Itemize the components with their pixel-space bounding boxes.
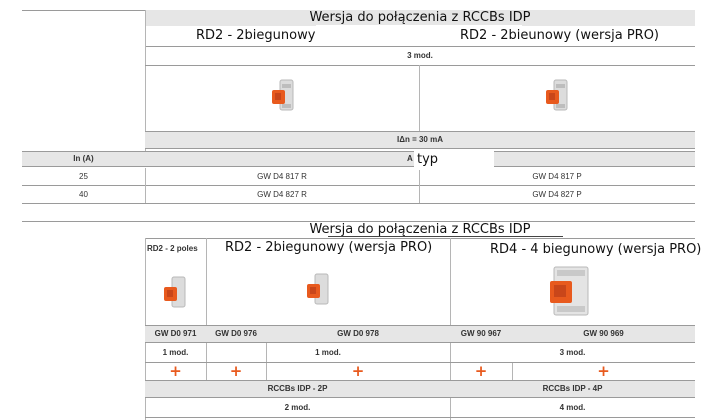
upper-modules: 3 mod. bbox=[407, 51, 433, 60]
lower-col-b-title: RD2 - 2biegunowy (wersja PRO) bbox=[225, 240, 433, 255]
lower-code-2: GW D0 976 bbox=[215, 329, 257, 338]
lower-code-1: GW D0 971 bbox=[154, 329, 197, 338]
lower-code-3: GW D0 978 bbox=[337, 329, 379, 338]
rcd-module-4pole-icon bbox=[548, 265, 590, 317]
lower-code-5: GW 90 969 bbox=[583, 329, 624, 338]
upper-type-letter: A bbox=[407, 154, 413, 163]
lower-col-a-title: RD2 - 2 poles bbox=[147, 244, 198, 253]
lower-mod-c: 3 mod. bbox=[559, 348, 586, 357]
rcd-module-2pole-pro-icon bbox=[303, 272, 333, 306]
plus-icon: + bbox=[597, 362, 610, 380]
lower-col-c-title: RD4 - 4 biegunowy (wersja PRO) bbox=[490, 242, 702, 257]
plus-icon: + bbox=[474, 362, 488, 380]
rcd-module-2pole-icon bbox=[268, 78, 298, 112]
upper-idn: IΔn = 30 mA bbox=[397, 135, 443, 144]
upper-row2-code1: GW D4 827 R bbox=[257, 190, 307, 199]
lower-rccb-4p: RCCBs IDP - 4P bbox=[542, 384, 603, 393]
plus-icon: + bbox=[351, 362, 365, 380]
upper-col1-title: RD2 - 2biegunowy bbox=[196, 28, 316, 43]
upper-col2-title: RD2 - 2bieunowy (wersja PRO) bbox=[460, 28, 659, 43]
upper-row1-code1: GW D4 817 R bbox=[257, 172, 307, 181]
lower-mod-2p: 2 mod. bbox=[284, 403, 311, 412]
plus-icon: + bbox=[169, 362, 182, 380]
lower-mod-4p: 4 mod. bbox=[559, 403, 586, 412]
upper-type-overlay: typ bbox=[417, 152, 439, 167]
upper-row1-code2: GW D4 817 P bbox=[532, 172, 582, 181]
lower-code-4: GW 90 967 bbox=[460, 329, 502, 338]
upper-row2-code2: GW D4 827 P bbox=[532, 190, 582, 199]
upper-in-header: In (A) bbox=[73, 154, 94, 163]
lower-mod-a: 1 mod. bbox=[162, 348, 189, 357]
rcd-module-2pole-icon bbox=[160, 275, 190, 309]
upper-row2-in: 40 bbox=[79, 190, 88, 199]
lower-rccb-2p: RCCBs IDP - 2P bbox=[267, 384, 328, 393]
upper-row1-in: 25 bbox=[79, 172, 88, 181]
lower-section-title: Wersja do połączenia z RCCBs IDP bbox=[309, 222, 531, 237]
rcd-module-2pole-pro-icon bbox=[542, 78, 572, 112]
plus-icon: + bbox=[229, 362, 243, 380]
lower-mod-b: 1 mod. bbox=[315, 348, 341, 357]
upper-section-title: Wersja do połączenia z RCCBs IDP bbox=[309, 10, 531, 25]
